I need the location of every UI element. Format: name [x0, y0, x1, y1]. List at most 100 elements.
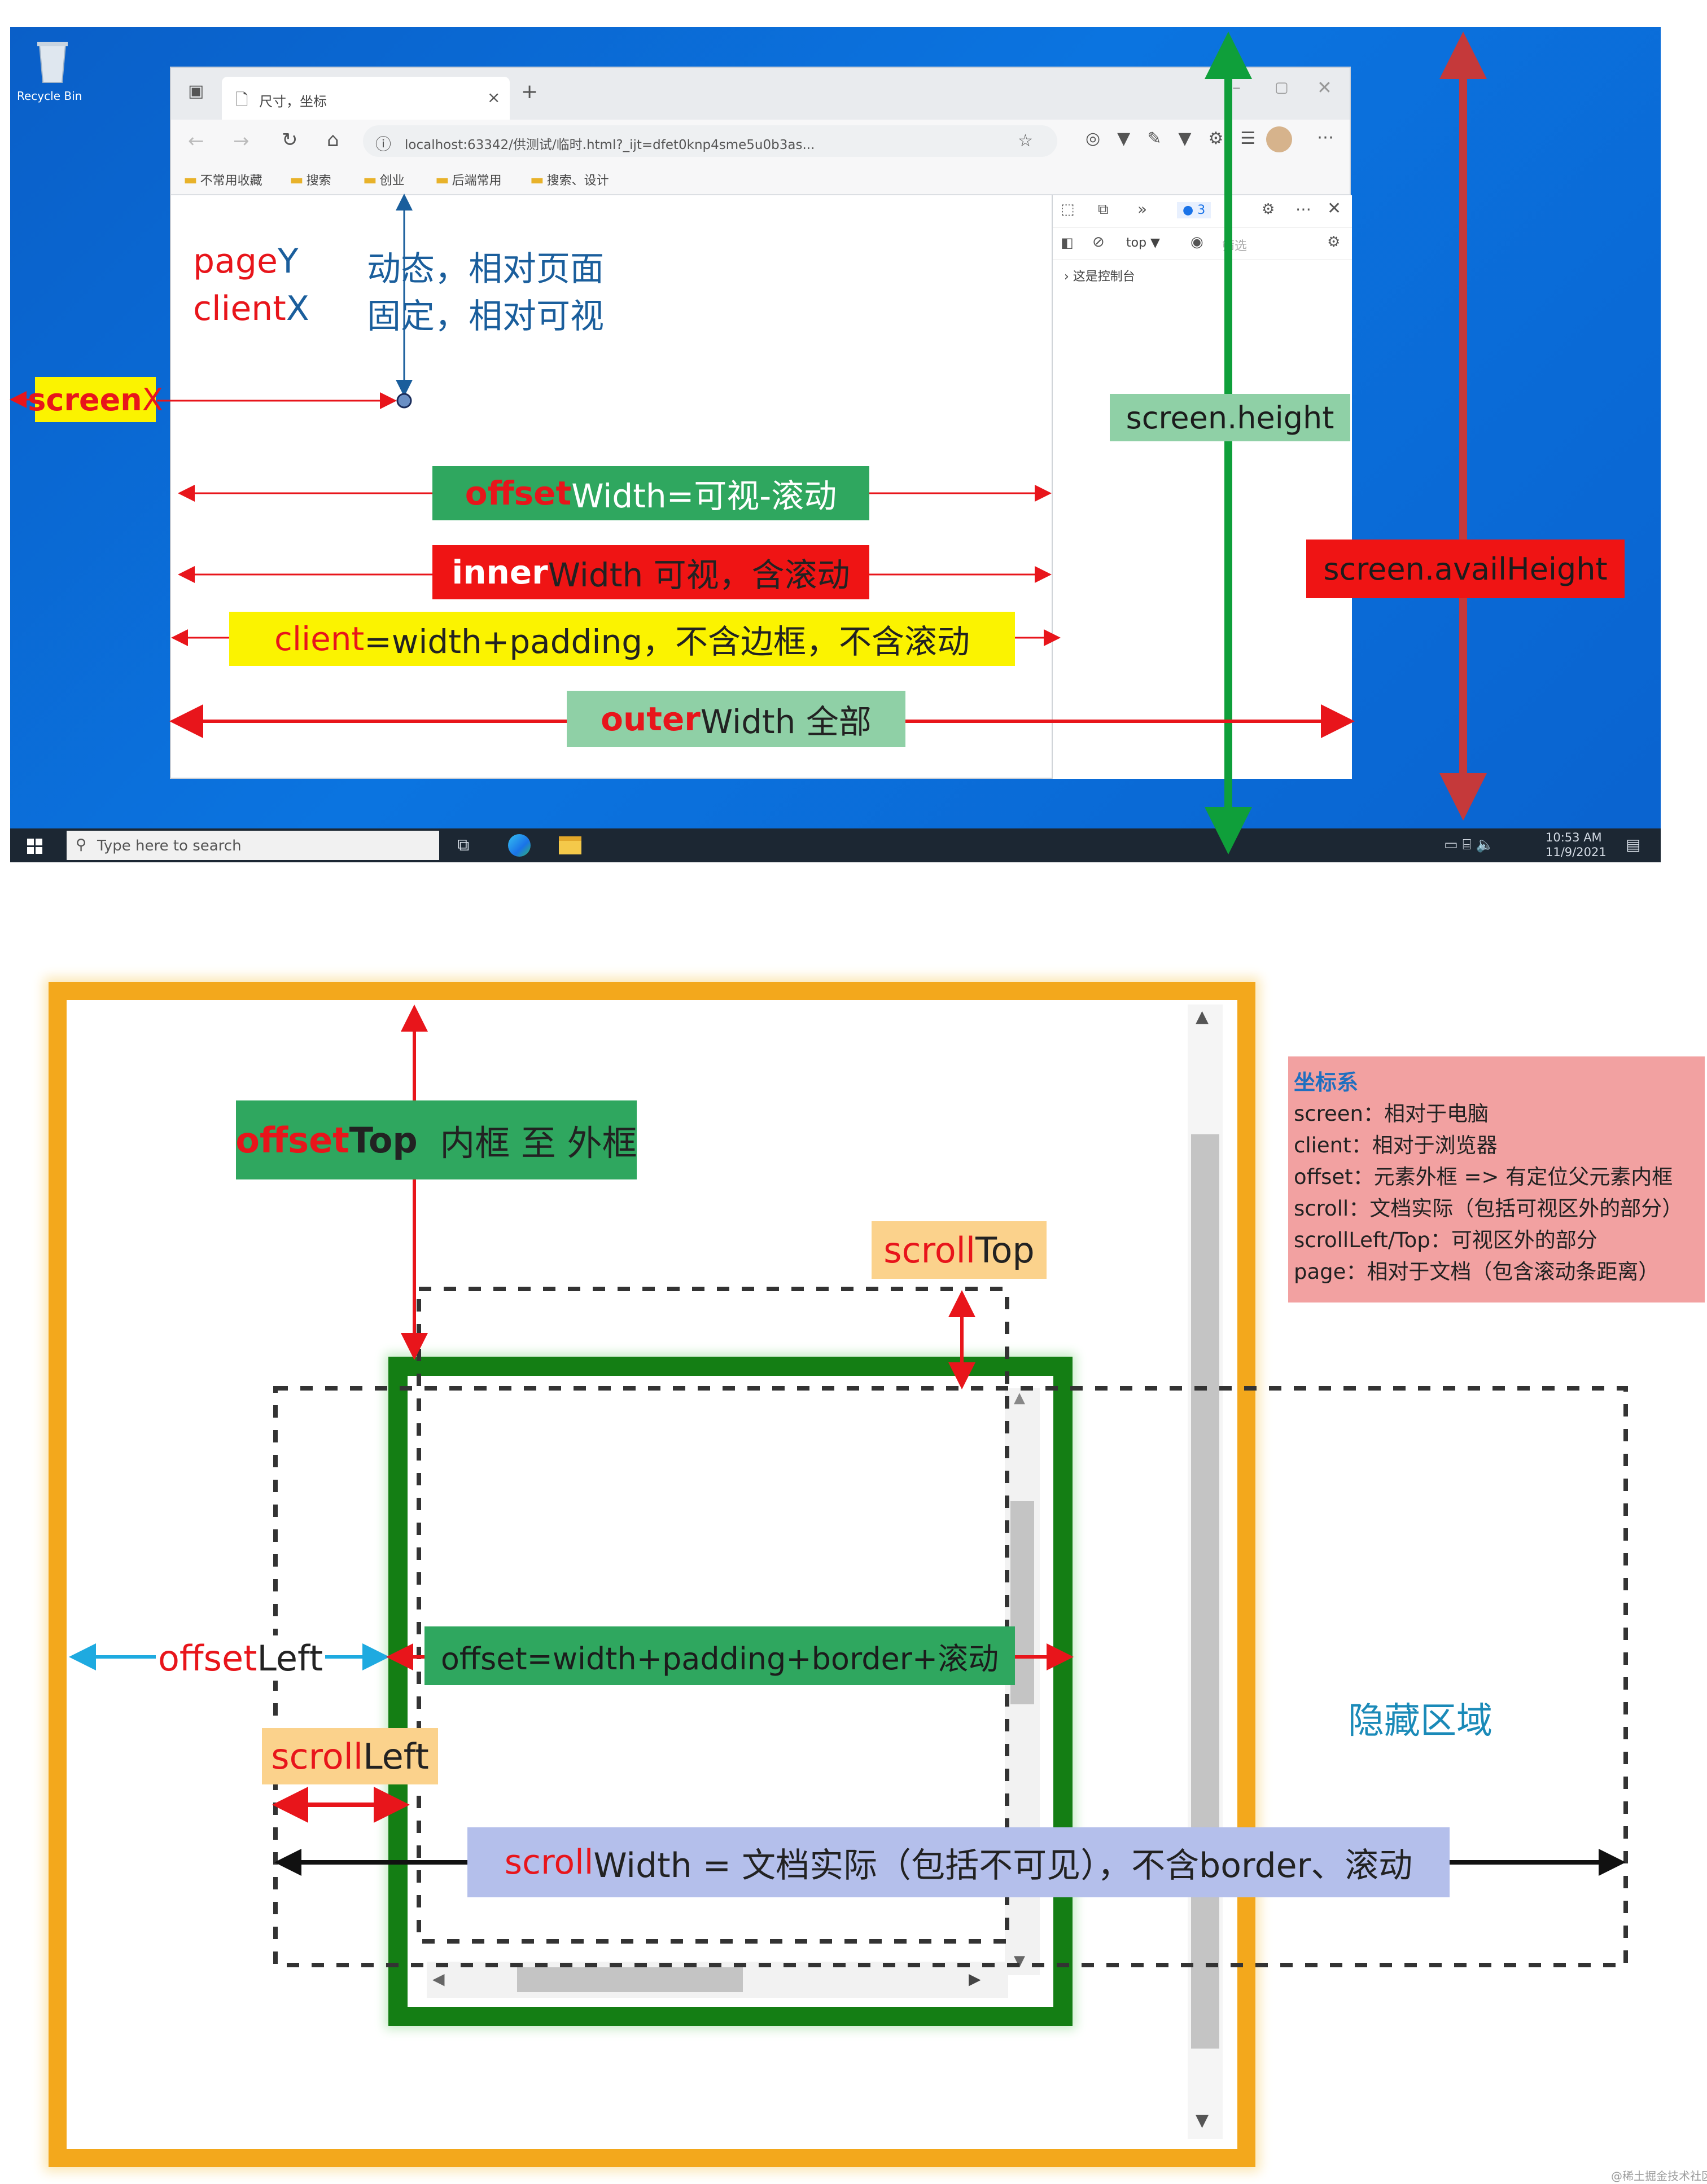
- tab-title: 尺寸，坐标: [259, 94, 327, 109]
- favorites-bar: ▬ 不常用收藏 ▬ 搜索 ▬ 创业 ▬ 后端常用 ▬ 搜索、设计: [171, 164, 1350, 195]
- recycle-bin-label: Recycle Bin: [17, 89, 82, 103]
- forward-icon[interactable]: →: [233, 130, 250, 152]
- edge-browser-icon[interactable]: [508, 834, 531, 857]
- clientwidth-label-b: =width+padding，不含边框，不含滚动: [364, 622, 970, 661]
- taskbar-search-box[interactable]: ⚲ Type here to search: [67, 831, 439, 860]
- windows-start-icon[interactable]: [27, 839, 43, 854]
- folder-icon: ▬: [363, 172, 377, 188]
- url-field[interactable]: ⓘ localhost:63342/供测试/临时.html?_ijt=dfet0…: [363, 125, 1057, 157]
- browser-tab[interactable]: 🗋 尺寸，坐标 ×: [222, 77, 510, 120]
- clientwidth-label: client=width+padding，不含边框，不含滚动: [229, 612, 1015, 666]
- scrollwidth-label-b: Width = 文档实际（包括不可见），不含border、滚动: [593, 1845, 1413, 1885]
- home-icon[interactable]: ⌂: [327, 129, 339, 151]
- clientwidth-label-a: client: [274, 620, 365, 658]
- fav-item-4[interactable]: ▬ 搜索、设计: [530, 170, 609, 188]
- inner-horizontal-scrollbar[interactable]: ◀ ▶: [427, 1962, 1008, 1998]
- fav-item-3[interactable]: ▬ 后端常用: [435, 170, 502, 188]
- legend-item: offset：元素外框 => 有定位父元素内框: [1294, 1165, 1673, 1189]
- pagey-desc: 动态，相对页面: [367, 249, 604, 289]
- more-options-icon[interactable]: ⋯: [1317, 128, 1334, 147]
- settings-icon[interactable]: ⚙: [1262, 201, 1275, 218]
- more-tabs-icon[interactable]: »: [1137, 200, 1148, 218]
- context-value: top: [1126, 236, 1147, 250]
- close-window-icon[interactable]: ✕: [1317, 77, 1332, 98]
- inner-scroll-right-icon[interactable]: ▶: [969, 1970, 981, 1988]
- inner-hscroll-thumb[interactable]: [517, 1967, 743, 1992]
- taskbar-search-placeholder: Type here to search: [97, 837, 242, 854]
- notification-icon[interactable]: ▤: [1626, 835, 1641, 854]
- fav-item-2[interactable]: ▬ 创业: [363, 170, 405, 188]
- favorite-star-icon[interactable]: ☆: [1018, 131, 1033, 151]
- inspect-icon[interactable]: ⬚: [1061, 201, 1075, 218]
- console-message-text: 这是控制台: [1073, 270, 1135, 284]
- eye-icon[interactable]: ◉: [1190, 234, 1203, 251]
- screen-availheight-label: screen.availHeight: [1306, 540, 1625, 598]
- legend-item: scroll：文档实际（包括可视区外的部分）: [1294, 1196, 1683, 1221]
- recycle-bin-icon[interactable]: [33, 37, 72, 85]
- clientx-label-a: client: [193, 289, 286, 328]
- screenx-label-b: X: [142, 381, 163, 418]
- fav-item-0[interactable]: ▬ 不常用收藏: [183, 170, 262, 188]
- offsettop-label-a: offset: [235, 1119, 349, 1161]
- legend-item: screen：相对于电脑: [1294, 1102, 1489, 1126]
- close-tab-icon[interactable]: ×: [487, 88, 501, 107]
- console-settings-icon[interactable]: ⚙: [1327, 234, 1341, 251]
- inner-scroll-left-icon[interactable]: ◀: [432, 1970, 445, 1988]
- pagey-label-a: page: [193, 242, 278, 281]
- offsettop-label-b: Top: [349, 1119, 418, 1161]
- devtools-badge-count: 3: [1197, 203, 1206, 217]
- clear-console-icon[interactable]: ⊘: [1092, 234, 1105, 251]
- context-select[interactable]: top ▼: [1126, 236, 1160, 250]
- new-tab-icon[interactable]: +: [521, 80, 539, 103]
- search-icon: ⚲: [76, 836, 87, 853]
- inner-scroll-up-icon[interactable]: ▲: [1014, 1389, 1025, 1406]
- tab-actions-icon[interactable]: ▣: [188, 81, 204, 101]
- page-icon: 🗋: [235, 90, 248, 109]
- fav-label: 搜索: [306, 174, 331, 188]
- top-arrows-layer: [9, 31, 1487, 854]
- profile-avatar[interactable]: [1266, 126, 1292, 152]
- coordinate-legend: 坐标系 screen：相对于电脑 client：相对于浏览器 offset：元素…: [1288, 1056, 1705, 1302]
- clock-time[interactable]: 10:53 AM: [1546, 831, 1602, 844]
- file-explorer-icon[interactable]: [559, 836, 581, 854]
- outerwidth-label-a: outer: [601, 700, 701, 738]
- info-icon[interactable]: ⓘ: [375, 135, 392, 154]
- offsettop-label-c: 内框 至 外框: [417, 1122, 637, 1164]
- screenx-label-a: screen: [28, 381, 142, 418]
- sidebar-toggle-icon[interactable]: ◧: [1061, 235, 1074, 251]
- reload-icon[interactable]: ↻: [282, 129, 298, 151]
- folder-icon: ▬: [435, 172, 449, 188]
- taskbar: ⚲ Type here to search ⧉ ▭ ⌸ 🔈 10:53 AM 1…: [10, 828, 1661, 862]
- scroll-down-icon[interactable]: ▼: [1196, 2111, 1209, 2130]
- address-bar-row: ← → ↻ ⌂ ⓘ localhost:63342/供测试/临时.html?_i…: [171, 120, 1350, 164]
- scrollleft-label-a: scroll: [271, 1735, 364, 1777]
- devtools-more-icon[interactable]: ⋯: [1295, 200, 1311, 218]
- clientx-label-b: X: [286, 289, 309, 328]
- offset-formula-label: offset=width+padding+border+滚动: [424, 1626, 1015, 1685]
- mouse-point: [396, 393, 412, 409]
- task-view-icon[interactable]: ⧉: [457, 835, 470, 855]
- maximize-icon[interactable]: ▢: [1275, 79, 1289, 96]
- scroll-up-icon[interactable]: ▲: [1196, 1007, 1209, 1027]
- devtools-toolbar: ⬚ ⧉ » ● 3 ⚙ ⋯ ✕: [1053, 195, 1352, 227]
- fav-item-1[interactable]: ▬ 搜索: [290, 170, 331, 188]
- scrolltop-label-a: scroll: [883, 1229, 976, 1271]
- clock-date[interactable]: 11/9/2021: [1546, 845, 1607, 859]
- tray-icons[interactable]: ▭ ⌸ 🔈: [1444, 836, 1495, 853]
- offsetwidth-label-a: offset: [465, 474, 572, 512]
- devtools-close-icon[interactable]: ✕: [1327, 199, 1342, 218]
- back-icon[interactable]: ←: [188, 130, 204, 152]
- device-icon[interactable]: ⧉: [1098, 201, 1109, 218]
- folder-icon: ▬: [530, 172, 544, 188]
- outerwidth-label-b: Width 全部: [700, 703, 872, 741]
- innerwidth-label-a: inner: [452, 553, 548, 591]
